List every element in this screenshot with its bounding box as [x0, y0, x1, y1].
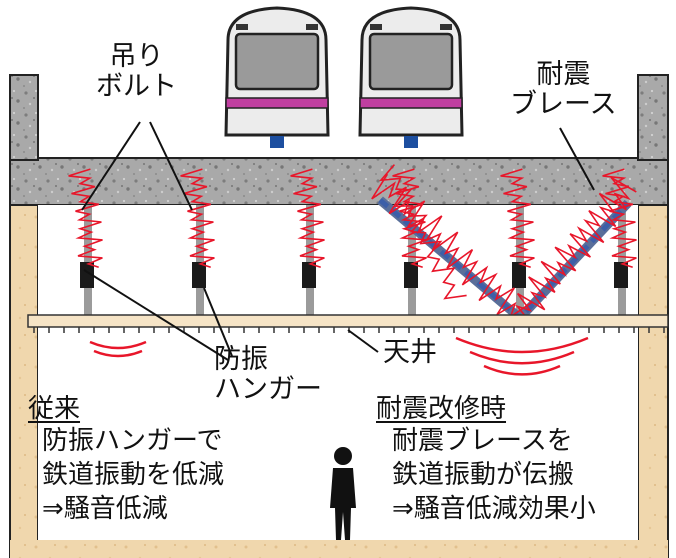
bolt-rod [618, 205, 626, 317]
train-window [234, 32, 320, 91]
hanging-bolt [512, 205, 526, 317]
left-parapet [9, 74, 39, 161]
leader-line [149, 121, 193, 211]
bolt-rod [306, 205, 314, 317]
train-light [370, 24, 382, 30]
train-icon [224, 6, 330, 148]
trains [224, 6, 464, 148]
ceiling-panel [27, 314, 669, 328]
label-antivibration-hanger: 防振 ハンガー [214, 344, 322, 406]
antivibration-hanger [302, 262, 316, 288]
vibration-zigzag [68, 168, 103, 269]
train-light [440, 24, 452, 30]
antivibration-hanger [80, 262, 94, 288]
person-head [334, 447, 352, 465]
vibration-zigzag [290, 168, 325, 269]
leader-line [81, 121, 141, 211]
conventional-body: 防振ハンガーで 鉄道振動を低減 ⇒騒音低減 [42, 426, 225, 524]
leader-line [83, 269, 229, 361]
vibration-zigzag [378, 164, 467, 300]
label-seismic-brace: 耐震 ブレース [510, 59, 617, 121]
antivibration-hanger [404, 262, 418, 288]
hanging-bolt [302, 205, 316, 317]
person-body [330, 468, 356, 540]
train-icon [358, 6, 464, 148]
person-icon [330, 447, 356, 540]
antivibration-hanger [512, 262, 526, 288]
hanging-bolt [80, 205, 94, 317]
antivibration-hanger [192, 262, 206, 288]
hanging-bolt [614, 205, 628, 317]
bolt-rod [84, 205, 92, 317]
vibration-marks [68, 164, 637, 327]
ceiling-board [27, 314, 669, 333]
vibration-zigzag [392, 168, 427, 269]
sound-wave [455, 336, 589, 354]
leader-line [347, 329, 379, 353]
sound-wave [469, 350, 575, 365]
train-light [236, 24, 248, 30]
hanging-bolts-group [80, 205, 628, 317]
leader-line [559, 127, 595, 191]
train-stripe [359, 97, 463, 109]
label-hanging-bolt: 吊り ボルト [96, 41, 177, 103]
train-stripe [225, 97, 329, 109]
train-coupler [270, 136, 284, 148]
bolt-rod [408, 205, 416, 317]
sound-wave [483, 364, 561, 376]
concrete-slab [9, 157, 669, 206]
floor-strip [10, 540, 668, 558]
right-parapet [637, 74, 669, 161]
sound-waves [89, 336, 589, 376]
leader-line [203, 287, 233, 357]
vibration-zigzag [180, 168, 215, 269]
conventional-title: 従来 [28, 394, 81, 424]
bolt-rod [196, 205, 204, 317]
retrofit-body: 耐震ブレースを 鉄道振動が伝搬 ⇒騒音低減効果小 [392, 426, 596, 524]
train-light [306, 24, 318, 30]
leader-lines [81, 121, 595, 361]
hanging-bolt [404, 205, 418, 317]
label-ceiling: 天井 [383, 337, 437, 368]
sound-wave [93, 349, 143, 358]
vibration-zigzag [500, 168, 535, 269]
retrofit-title: 耐震改修時 [376, 394, 507, 424]
bolt-rod [516, 205, 524, 317]
hanging-bolt [192, 205, 206, 317]
antivibration-hanger [614, 262, 628, 288]
vibration-zigzag [514, 176, 637, 327]
train-window [368, 32, 454, 91]
sound-wave [89, 340, 147, 350]
train-coupler [404, 136, 418, 148]
